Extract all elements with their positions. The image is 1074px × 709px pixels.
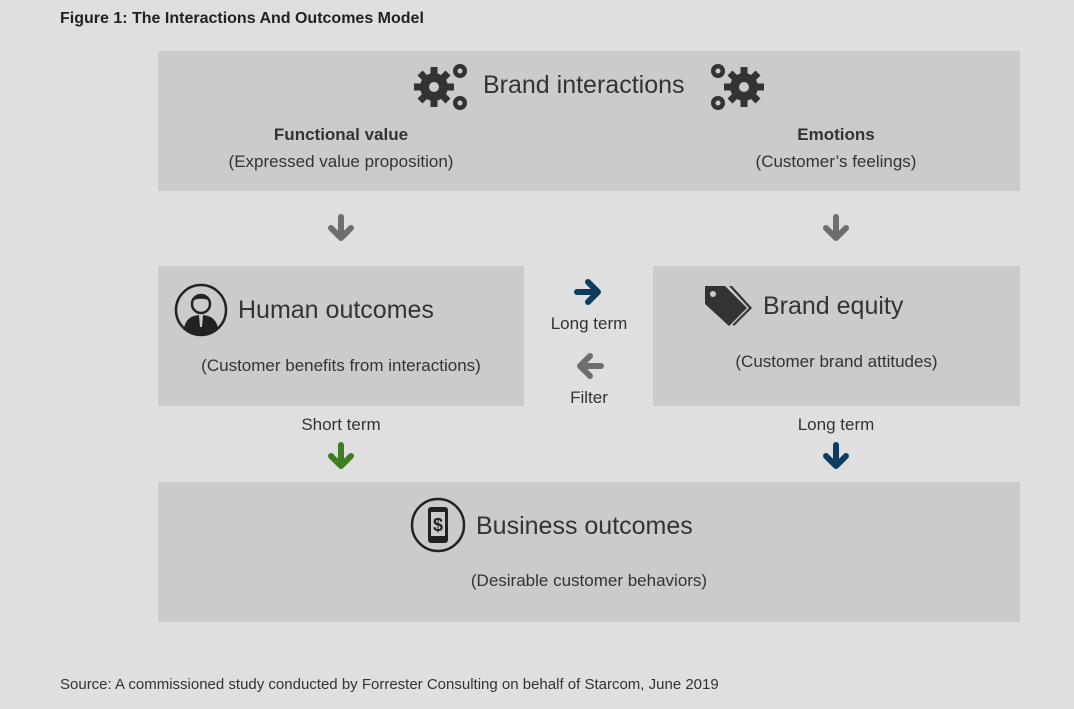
human-outcomes-box: Human outcomes (Customer benefits from i… bbox=[158, 266, 524, 406]
business-outcomes-title: Business outcomes bbox=[476, 512, 693, 540]
functional-value-heading: Functional value bbox=[273, 125, 409, 144]
functional-value-sub: (Expressed value proposition) bbox=[228, 152, 454, 171]
human-outcomes-title: Human outcomes bbox=[238, 296, 434, 324]
brand-equity-box: Brand equity (Customer brand attitudes) bbox=[653, 266, 1020, 406]
figure-title: Figure 1: The Interactions And Outcomes … bbox=[60, 10, 424, 27]
filter-label: Filter bbox=[570, 388, 608, 407]
brand-equity-sub: (Customer brand attitudes) bbox=[735, 352, 938, 371]
arrow-down-icon bbox=[328, 442, 354, 469]
human-outcomes-sub: (Customer benefits from interactions) bbox=[201, 356, 481, 375]
long-term-label: Long term bbox=[797, 415, 875, 434]
svg-text:$: $ bbox=[433, 515, 443, 535]
brand-interactions-title: Brand interactions bbox=[483, 71, 685, 99]
gears-icon bbox=[414, 64, 467, 110]
arrow-down-icon bbox=[328, 214, 354, 241]
brand-interactions-box: Brand interactions Functional value (Exp… bbox=[158, 51, 1020, 191]
source-note: Source: A commissioned study conducted b… bbox=[60, 676, 719, 693]
business-outcomes-box: $ Business outcomes (Desirable customer … bbox=[158, 482, 1020, 622]
emotions-sub: (Customer’s feelings) bbox=[755, 152, 917, 171]
short-term-label: Short term bbox=[301, 415, 381, 434]
business-outcomes-sub: (Desirable customer behaviors) bbox=[470, 571, 708, 590]
arrow-down-icon bbox=[823, 442, 849, 469]
mobile-payment-icon: $ bbox=[410, 497, 466, 553]
arrow-left-icon bbox=[577, 353, 604, 379]
gears-icon bbox=[711, 64, 764, 110]
brand-equity-title: Brand equity bbox=[763, 292, 904, 320]
price-tag-icon bbox=[705, 286, 752, 326]
emotions-heading: Emotions bbox=[797, 125, 875, 144]
arrow-right-icon bbox=[574, 279, 601, 305]
arrow-down-icon bbox=[823, 214, 849, 241]
person-icon bbox=[174, 283, 228, 337]
long-term-middle-label: Long term bbox=[550, 314, 628, 333]
